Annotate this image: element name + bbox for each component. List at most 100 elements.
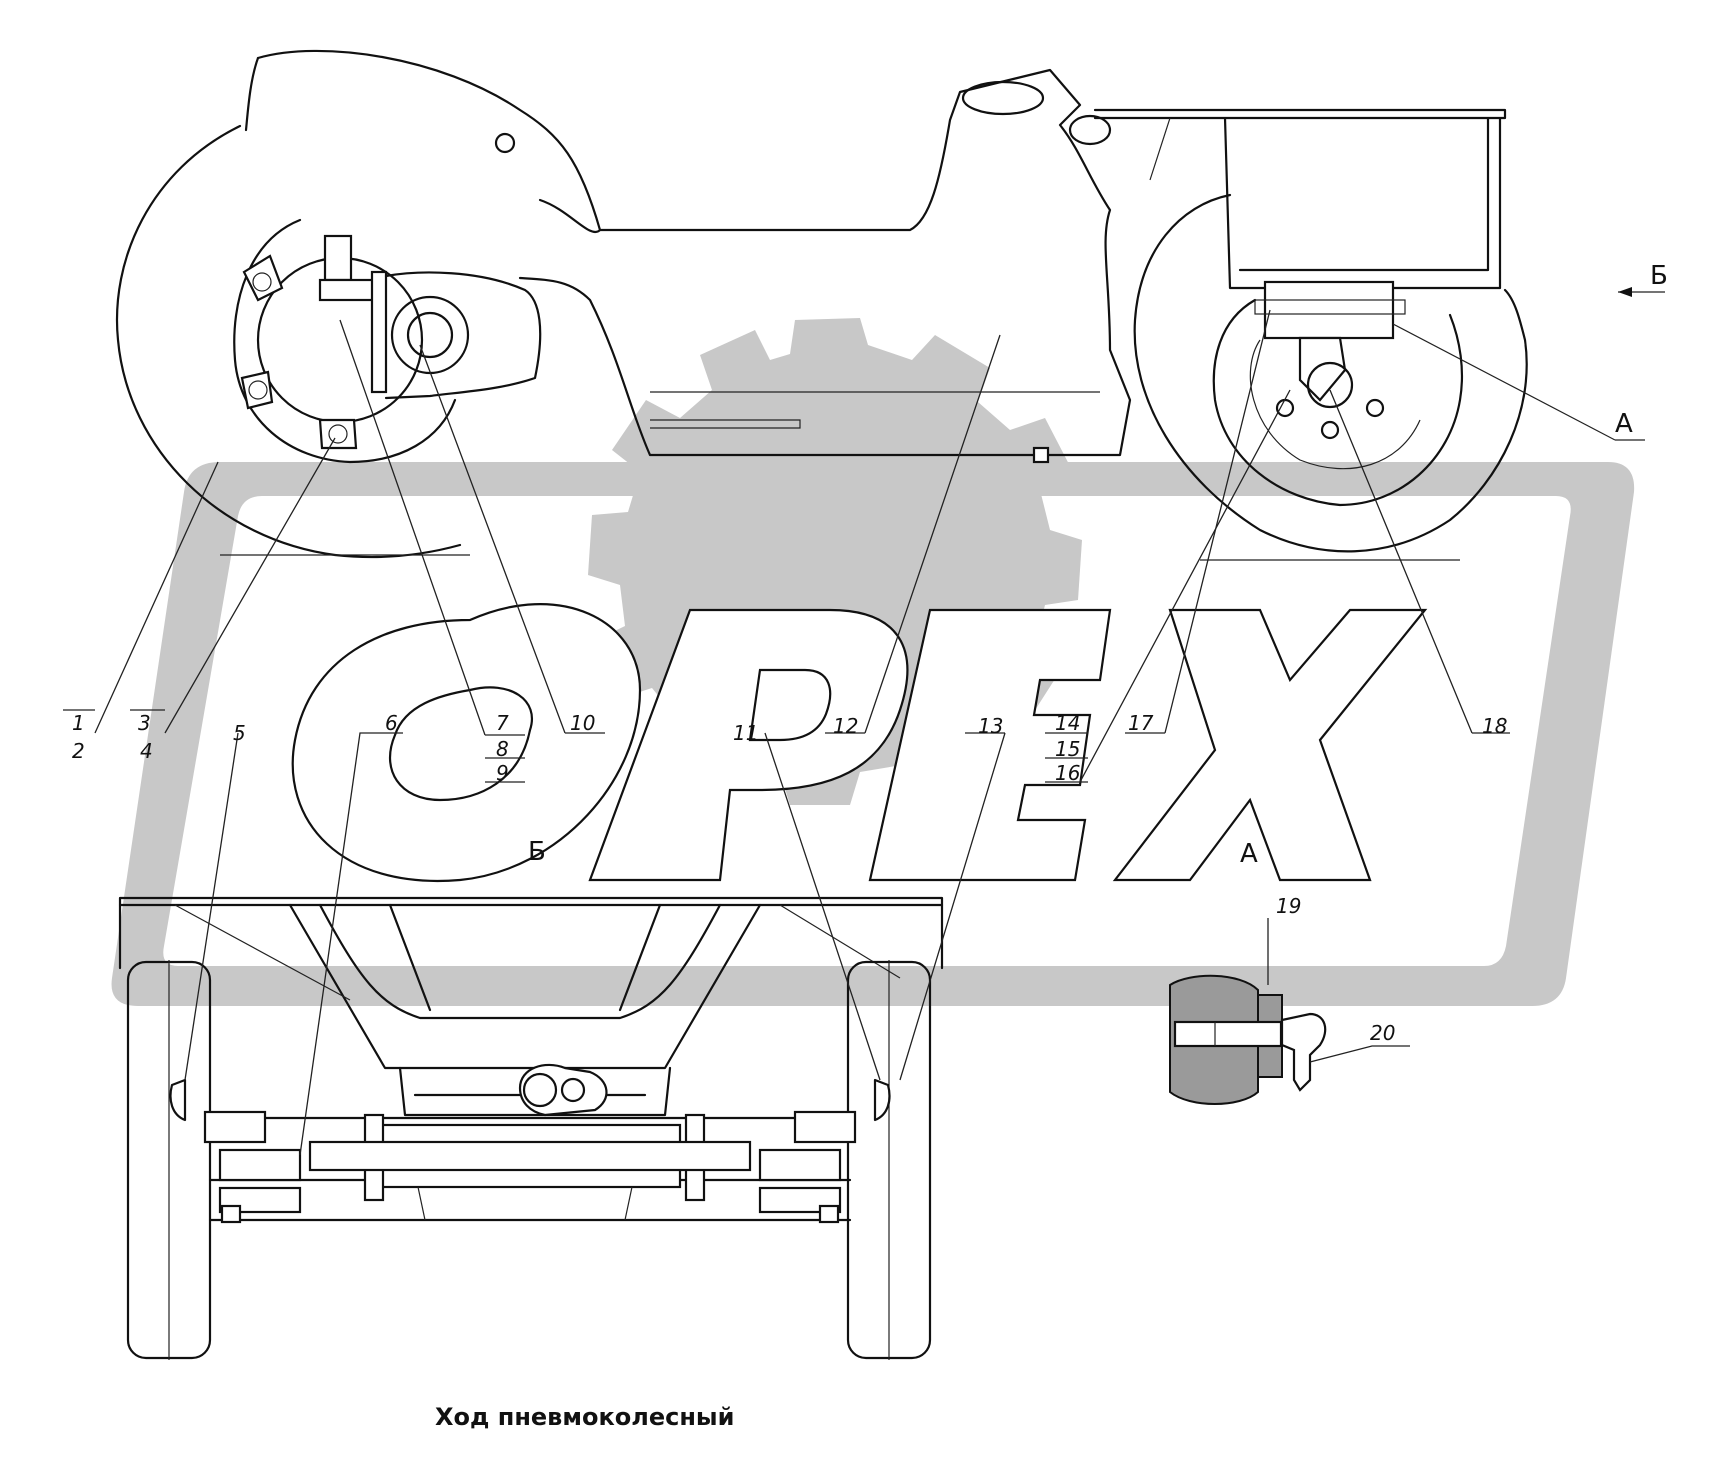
hub-pad-bolt [248, 380, 268, 400]
leader-lines [63, 309, 1510, 1156]
center-pivot-inner [560, 1077, 586, 1103]
hub-pad [240, 370, 274, 410]
right-axle-bolt [1254, 299, 1406, 315]
center-pivot-plate [518, 1063, 608, 1117]
wheel-nut [1365, 398, 1385, 418]
tie-rod [308, 1140, 752, 1172]
leader-7 [339, 319, 525, 783]
leader-17 [1125, 309, 1271, 734]
leader-5 [184, 732, 239, 1081]
hub-pad [242, 254, 284, 302]
platform-strut [1149, 117, 1171, 181]
leader-11 [764, 732, 881, 1081]
callout-1: 1 [72, 711, 85, 735]
frame-brace-right [779, 904, 901, 979]
callout-13: 13 [978, 714, 1003, 738]
wheel-nuts [1275, 398, 1385, 440]
leader-6 [299, 732, 403, 1156]
steering-arm [384, 271, 542, 400]
center-leg-right [624, 1186, 633, 1221]
kingpin-left [169, 1078, 187, 1122]
view-arrow-b-head [1618, 287, 1632, 297]
kingpin-right [873, 1078, 891, 1122]
bolt-right [818, 1204, 840, 1224]
watermark-letters [291, 603, 1428, 883]
frame-brace-left [174, 904, 351, 1001]
callout-6: 6 [385, 711, 398, 735]
chassis-front-edge [244, 56, 260, 132]
leader-12 [825, 334, 1001, 734]
grease-fitting-detail [1169, 974, 1327, 1105]
right-axle-block [1263, 280, 1395, 340]
chassis-inner [538, 198, 602, 233]
front-frame-trough [288, 903, 762, 1070]
side-view: Б А [115, 49, 1668, 561]
callouts: 1 2 3 4 5 6 7 8 9 10 11 12 13 14 15 16 1… [72, 711, 1507, 1045]
section-mark-a: А [1615, 409, 1633, 439]
frame-opening [961, 80, 1045, 116]
leader-1 [63, 461, 219, 734]
rear-platform [1093, 108, 1507, 290]
leader-18 [1329, 389, 1510, 734]
callout-18: 18 [1482, 714, 1507, 738]
view-mark-b-arrow: Б [1650, 261, 1668, 291]
callout-19: 19 [1276, 894, 1301, 918]
callout-14: 14 [1055, 711, 1080, 735]
knuckle-right [793, 1110, 857, 1144]
leader-14 [1045, 389, 1291, 783]
hub-pads [240, 254, 358, 450]
right-hub [1306, 361, 1354, 409]
callout-7: 7 [496, 711, 509, 735]
tie-rod-end-right [758, 1148, 842, 1182]
hitch-eye [1068, 114, 1112, 146]
watermark-letter-x [1112, 608, 1428, 882]
watermark-letter-o [291, 603, 642, 883]
leader-20 [1309, 1045, 1410, 1063]
watermark-letter-e [868, 608, 1112, 882]
view-label-b: Б [528, 837, 546, 867]
arm-pivot-outer [390, 295, 470, 375]
callout-16: 16 [1055, 761, 1080, 785]
hub-pad [318, 418, 358, 450]
callout-10: 10 [570, 711, 595, 735]
frame-stop [1032, 446, 1050, 464]
callout-4: 4 [140, 739, 153, 763]
leader-10 [419, 344, 605, 734]
chassis-rail [650, 419, 801, 429]
wheel-nut [1275, 398, 1295, 418]
right-wheel-tire [1133, 193, 1528, 553]
callout-8: 8 [496, 737, 509, 761]
view-label-a: А [1240, 839, 1258, 869]
callout-11: 11 [733, 721, 758, 745]
callout-15: 15 [1055, 737, 1080, 761]
callout-2: 2 [72, 739, 85, 763]
frame-bolt-hole [494, 132, 516, 154]
right-wheel-inner-rim [1249, 339, 1421, 470]
hub-pad-bolt [328, 424, 348, 444]
wheel-nut [1320, 420, 1340, 440]
knuckle-left [203, 1110, 267, 1144]
chassis-frame [256, 49, 1132, 457]
arm-pivot-inner [406, 311, 454, 359]
section-a-line [1392, 323, 1616, 441]
callout-17: 17 [1128, 711, 1154, 735]
axle-plate [370, 270, 388, 394]
left-wheel-tire [115, 124, 462, 559]
detail-fitting [1280, 1012, 1327, 1092]
bolt-left [220, 1204, 242, 1224]
leader-13 [899, 732, 1006, 1081]
right-wheel-rim [1212, 298, 1464, 507]
center-pivot-outer [522, 1072, 558, 1108]
right-spindle [1298, 336, 1347, 402]
callout-20: 20 [1370, 1021, 1395, 1045]
center-leg-left [417, 1186, 426, 1221]
leader-3 [130, 437, 336, 734]
watermark-letter-p [588, 608, 909, 882]
callout-9: 9 [496, 761, 509, 785]
front-view [118, 896, 944, 1360]
callout-3: 3 [138, 711, 151, 735]
watermark [111, 318, 1635, 1006]
king-pin [323, 234, 353, 282]
callout-12: 12 [833, 714, 858, 738]
front-frame-top [118, 896, 944, 907]
